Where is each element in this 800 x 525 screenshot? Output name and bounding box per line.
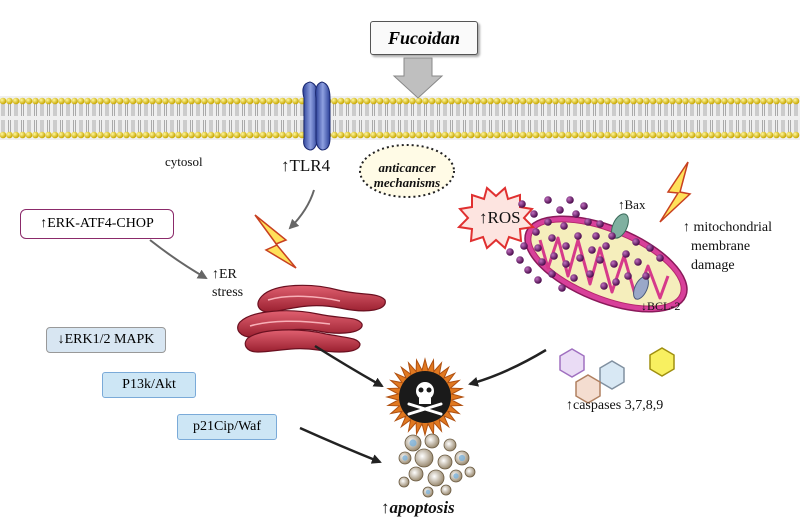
erk-atf4-to-er-arrow (149, 239, 208, 279)
erk-atf4-chop-box: ↑ERK-ATF4-CHOP (20, 209, 174, 239)
endoplasmic-reticulum (237, 284, 386, 353)
mechanism-ellipse (359, 144, 455, 198)
pi3k-akt-box: P13k/Akt (102, 372, 196, 398)
erk-mapk-box: ↓ERK1/2 MAPK (46, 327, 166, 353)
er-to-apoptosis-arrow (314, 344, 384, 388)
apoptosis-label: ↑apoptosis (381, 498, 455, 517)
fucoidan-label: Fucoidan (370, 21, 478, 55)
cytosol-label: cytosol (165, 154, 203, 169)
mito-damage-label: ↑ mitochondrial membrane damage (683, 220, 773, 273)
er-lightning-icon (254, 214, 297, 269)
bax-label: ↑Bax (618, 197, 646, 212)
apoptotic-bodies (398, 433, 476, 498)
bcl2-label: ↓BCL-2 (641, 299, 681, 313)
er-stress-label: ↑ER stress (212, 267, 244, 300)
skull-icon (385, 357, 465, 437)
p21-cip-waf-box: p21Cip/Waf (177, 414, 277, 440)
caspase-icons (559, 347, 675, 404)
mito-lightning-icon (659, 161, 692, 223)
tlr4-receptor (302, 81, 331, 151)
tlr4-label: ↑TLR4 (281, 156, 331, 175)
cell-membrane (0, 96, 800, 140)
tlr4-to-er-arrow (288, 189, 315, 230)
mito-to-apoptosis-arrow (468, 348, 547, 387)
ros-label: ↑ROS (479, 208, 521, 227)
mechanism-label: anticancer mechanisms (373, 160, 441, 190)
caspases-label: ↑caspases 3,7,8,9 (566, 398, 664, 413)
p21-to-cells-arrow (299, 426, 382, 464)
ros-particles (506, 196, 664, 292)
fucoidan-arrow (392, 57, 444, 99)
